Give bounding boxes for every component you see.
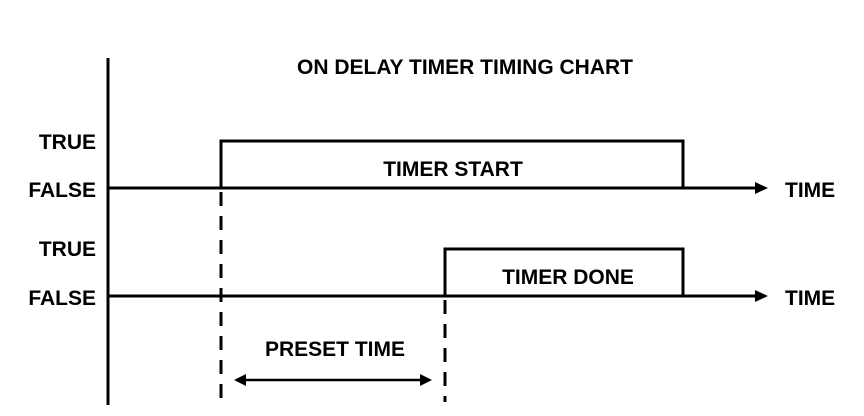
signal-2-arrowhead xyxy=(755,290,768,302)
preset-time-arrowhead-left xyxy=(234,374,246,386)
signal-2-pulse xyxy=(443,247,685,296)
signal-2-false-label: FALSE xyxy=(28,287,96,310)
preset-time-annotation: PRESET TIME xyxy=(234,338,432,386)
signal-2-axis-label: TIME xyxy=(785,287,835,310)
signal-2-name: TIMER DONE xyxy=(502,266,634,289)
preset-time-label: PRESET TIME xyxy=(265,338,405,361)
signal-1-pulse xyxy=(219,139,685,188)
signal-1-name: TIMER START xyxy=(383,158,523,181)
signal-1-true-label: TRUE xyxy=(39,131,96,154)
signal-timer-start: TRUE FALSE TIMER START TIME xyxy=(28,131,835,202)
chart-title: ON DELAY TIMER TIMING CHART xyxy=(297,56,633,79)
preset-time-arrowhead-right xyxy=(420,374,432,386)
signal-1-false-label: FALSE xyxy=(28,179,96,202)
signal-2-true-label: TRUE xyxy=(39,238,96,261)
signal-1-axis-label: TIME xyxy=(785,179,835,202)
signal-timer-done: TRUE FALSE TIMER DONE TIME xyxy=(28,238,835,310)
signal-1-arrowhead xyxy=(755,182,768,194)
